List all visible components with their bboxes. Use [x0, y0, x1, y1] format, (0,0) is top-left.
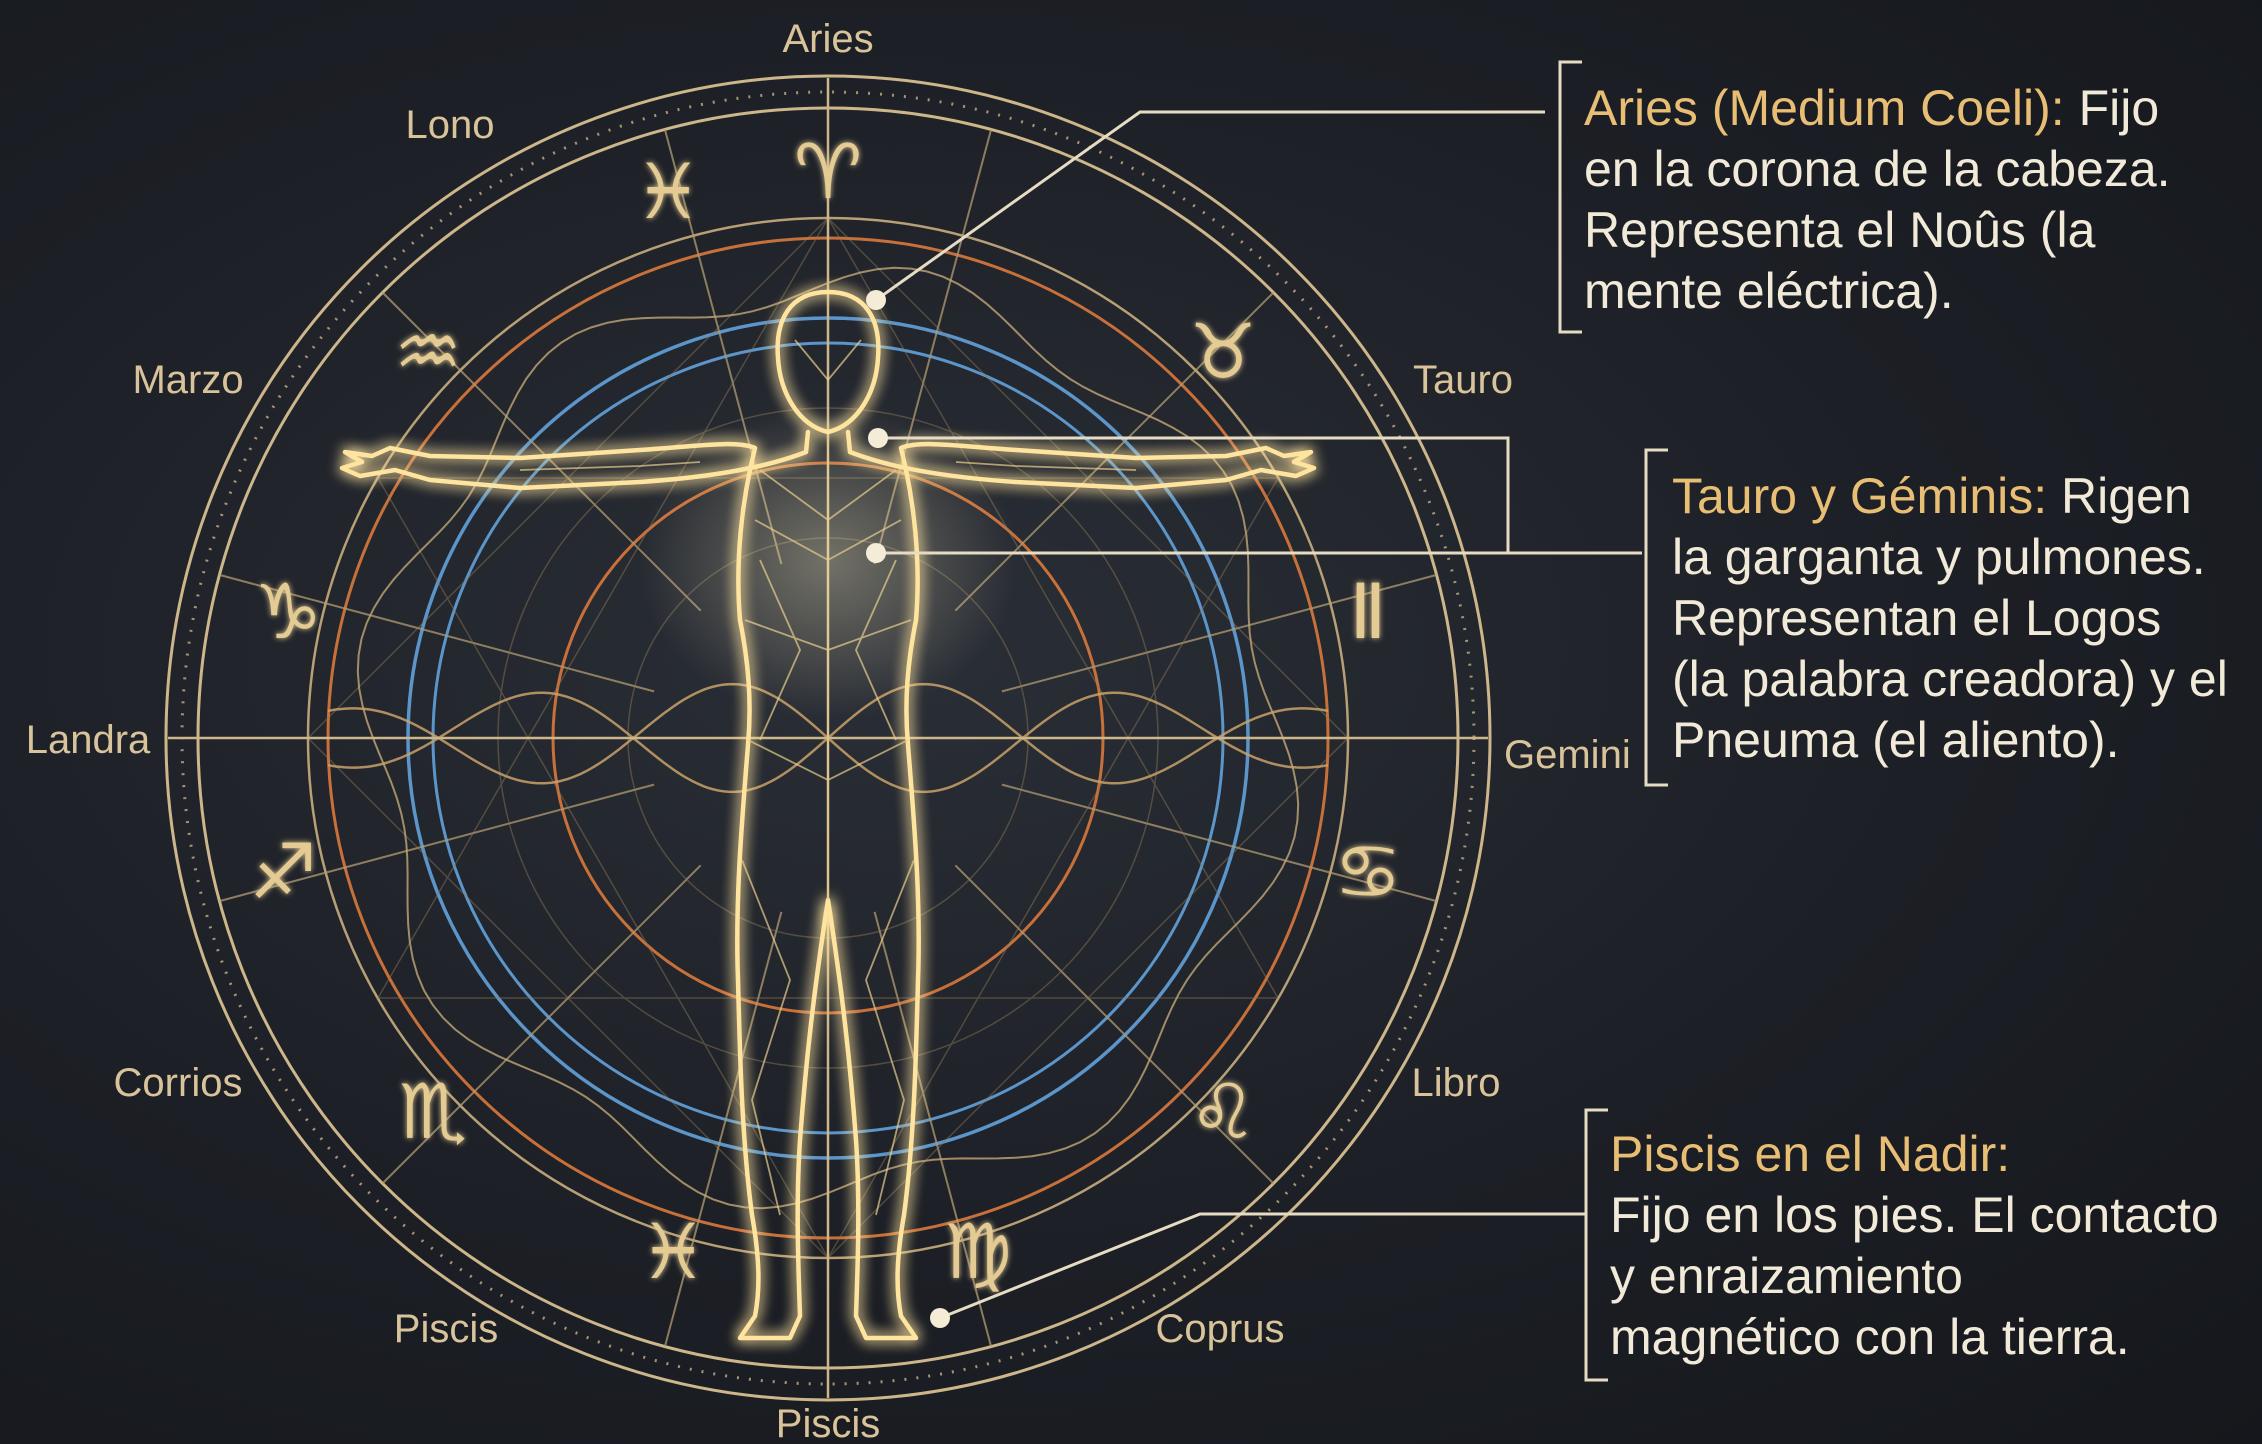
tauro-anchor-dot-throat — [868, 428, 888, 448]
label-tauro: Tauro — [1413, 358, 1513, 402]
aries-icon: ♈ — [794, 127, 862, 216]
label-libro: Libro — [1412, 1061, 1501, 1105]
piscis-connector — [940, 1214, 1585, 1318]
callout-connectors — [866, 62, 1668, 1380]
virgo-icon: ♍ — [944, 1207, 1012, 1296]
callout-aries-text-1: en la corona de la cabeza. — [1584, 139, 2204, 200]
aries-bracket — [1560, 62, 1582, 332]
taurus-icon: ♉ — [1189, 307, 1257, 396]
label-landra: Landra — [26, 718, 151, 762]
callout-tauro-text-3: (la palabra creadora) y el — [1672, 649, 2262, 710]
callout-piscis-text-2: magnético con la tierra. — [1610, 1307, 2250, 1368]
piscis-anchor-dot — [930, 1308, 950, 1328]
label-marzo: Marzo — [132, 358, 243, 402]
callout-aries-text-3: mente eléctrica). — [1584, 261, 2204, 322]
callout-aries-title: Aries (Medium Coeli): — [1584, 80, 2065, 136]
callout-tauro-line-1: Tauro y Géminis: Rigen — [1672, 466, 2262, 527]
callout-tauro: Tauro y Géminis: Rigen la garganta y pul… — [1672, 466, 2262, 771]
callout-aries-text-0: Fijo — [2079, 80, 2160, 136]
label-corrios: Corrios — [114, 1061, 243, 1105]
pisces-icon: ♓ — [634, 147, 702, 236]
tauro-bracket — [1646, 450, 1668, 785]
callout-aries: Aries (Medium Coeli): Fijo en la corona … — [1584, 78, 2204, 322]
piscis-bracket — [1586, 1110, 1608, 1380]
callout-tauro-title: Tauro y Géminis: — [1672, 468, 2047, 524]
label-piscis-left: Piscis — [394, 1307, 498, 1351]
label-top-aries: Aries — [782, 17, 873, 61]
callout-piscis: Piscis en el Nadir: Fijo en los pies. El… — [1610, 1124, 2250, 1368]
sagittarius-icon: ♐ — [249, 827, 317, 916]
label-piscis-bottom: Piscis — [776, 1402, 880, 1444]
callout-piscis-text-1: y enraizamiento — [1610, 1246, 2250, 1307]
callout-piscis-title: Piscis en el Nadir: — [1610, 1124, 2250, 1185]
callout-piscis-text-0: Fijo en los pies. El contacto — [1610, 1185, 2250, 1246]
aries-connector — [876, 112, 1545, 300]
callout-tauro-text-0: Rigen — [2061, 468, 2192, 524]
aries-anchor-dot — [866, 290, 886, 310]
scorpio-icon: ♏ — [399, 1067, 467, 1156]
callout-aries-line-1: Aries (Medium Coeli): Fijo — [1584, 78, 2204, 139]
gemini-icon: Ⅱ — [1349, 567, 1386, 656]
capricorn-icon: ♑ — [254, 567, 322, 656]
callout-tauro-text-4: Pneuma (el aliento). — [1672, 710, 2262, 771]
cancer-icon: ♋ — [1334, 827, 1402, 916]
label-lono: Lono — [406, 103, 495, 147]
label-coprus: Coprus — [1156, 1307, 1285, 1351]
pisces-bottom-icon: ♓ — [639, 1207, 707, 1296]
aquarius-icon: ♒ — [394, 307, 462, 396]
callout-aries-text-2: Representa el Noûs (la — [1584, 200, 2204, 261]
label-gemini: Gemini — [1504, 733, 1631, 777]
callout-tauro-text-2: Representan el Logos — [1672, 588, 2262, 649]
leo-icon: ♌ — [1189, 1067, 1257, 1156]
callout-tauro-text-1: la garganta y pulmones. — [1672, 527, 2262, 588]
tauro-anchor-dot-chest — [866, 543, 886, 563]
